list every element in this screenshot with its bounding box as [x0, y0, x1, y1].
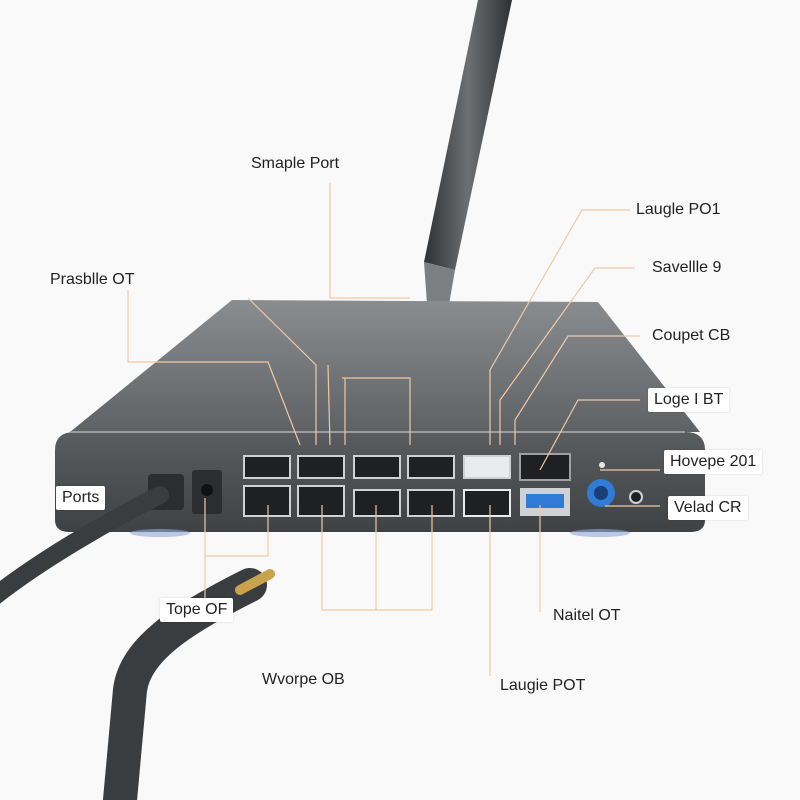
usb-port-5 [463, 455, 511, 479]
ethernet-port-2 [297, 485, 345, 517]
cables [0, 486, 275, 800]
leader-lines [127, 183, 660, 676]
usb-port-2 [297, 455, 345, 479]
hdmi-port-3 [463, 489, 511, 517]
usb-port-1 [243, 455, 291, 479]
label-velad-cr: Velad CR [668, 496, 748, 520]
usb-port-3 [353, 455, 401, 479]
label-tope-of: Tope OF [160, 598, 234, 622]
label-naitel-ot: Naitel OT [553, 607, 621, 624]
label-hovepe-201: Hovepe 201 [664, 450, 763, 474]
ethernet-port-top [519, 453, 571, 481]
ethernet-port-1 [243, 485, 291, 517]
label-laugie-pot: Laugie POT [500, 677, 586, 694]
audio-jack-right [629, 490, 643, 504]
hdmi-port-2 [407, 489, 455, 517]
label-wvorpe-ob: Wvorpe OB [262, 671, 345, 688]
hdmi-port-1 [353, 489, 401, 517]
label-laugle-po1: Laugle PO1 [636, 201, 721, 218]
port-panel [148, 453, 643, 517]
indicator-led [599, 462, 605, 468]
label-ports: Ports [56, 486, 106, 510]
label-prasblle-ot: Prasblle OT [50, 271, 135, 288]
audio-jack [201, 484, 213, 496]
label-loge-bt: Loge I BT [648, 388, 730, 412]
usb-port-4 [407, 455, 455, 479]
label-smaple-port: Smaple Port [251, 155, 340, 172]
label-coupet-cb: Coupet CB [652, 327, 731, 344]
label-savellle-9: Savellle 9 [652, 259, 722, 276]
antenna [424, 0, 512, 322]
